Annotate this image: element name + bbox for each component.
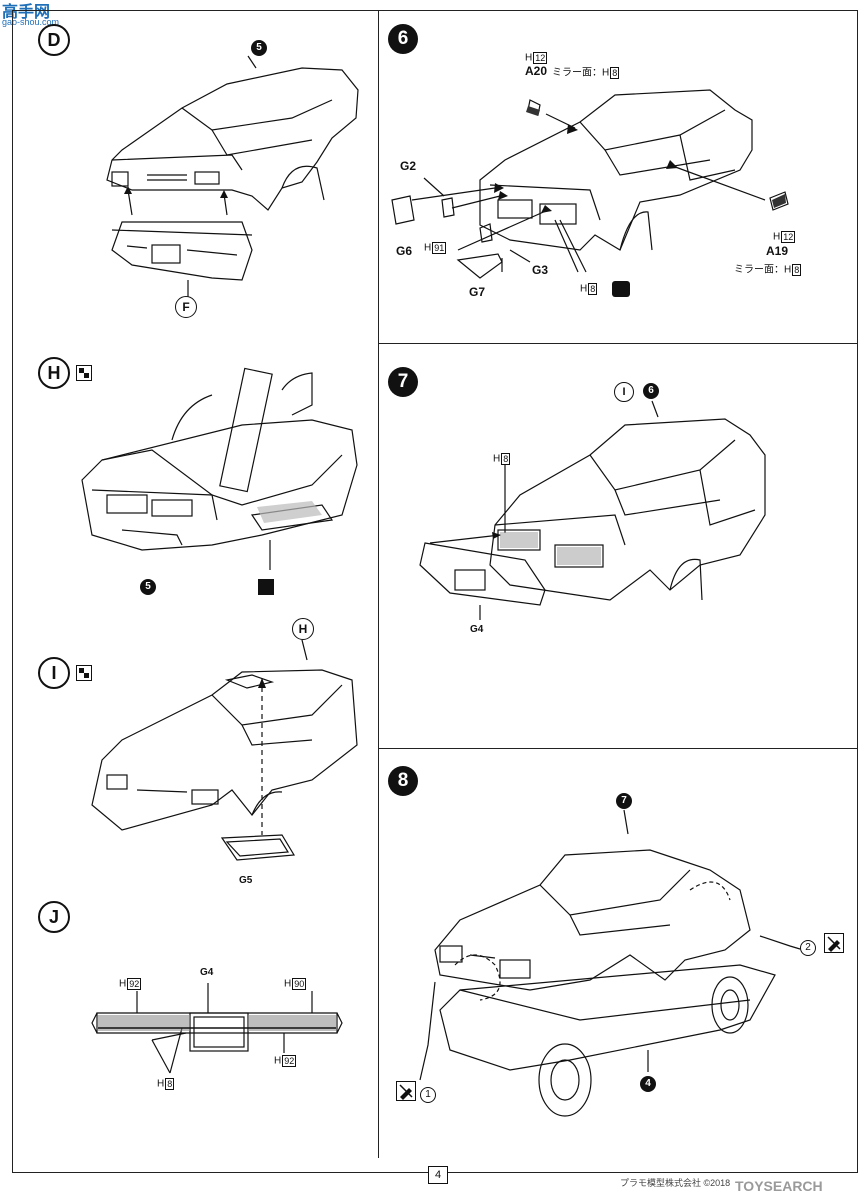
glue-icon [396,1081,416,1101]
glue-icon [824,933,844,953]
chassis-callout-4: 4 [640,1076,656,1092]
bumper-part-label: G4 [470,624,484,635]
car-lights-mirrors-drawing [391,89,789,279]
part-g2-label: G2 [400,159,417,173]
car-roof-glass-drawing [91,639,358,861]
watermark-right: TOYSEARCH [735,1178,823,1194]
car-front-body-drawing [106,55,359,298]
divider-7-8 [378,748,858,749]
body-callout-5: 5 [251,40,267,56]
watermark-logo: 高手网 [2,4,51,21]
step-j-badge: J [38,901,70,933]
step-8-badge: 8 [388,766,418,796]
step-i-badge: I [38,657,70,689]
step-7-badge: 7 [388,367,418,397]
car-rear-bumper-drawing [419,400,766,620]
panel-step-8: 8 7 2 [380,750,858,1155]
body-callout-6: 6 [643,383,659,399]
glue-point-2: 2 [800,940,816,956]
mirror-left-part: A20 [525,64,548,78]
body-callout-7: 7 [616,793,632,809]
panel-i: I H G5 [12,618,378,890]
panel-d: D 5 F [12,10,378,340]
part-g3-label: G3 [532,263,549,277]
footer-credit: プラモ模型株式会社 ©2018 [620,1178,731,1188]
glue-point-1: 1 [420,1087,436,1103]
optional-step-icon [76,665,92,681]
step-d-badge: D [38,24,70,56]
sub-callout-i: I [614,382,634,402]
part-g7-label: G7 [469,285,486,299]
optional-step-icon [76,365,92,381]
mirror-right-part: A19 [766,244,789,258]
panel-h: H 5 [12,345,378,625]
cutter-knife-icon [258,579,274,595]
column-divider [378,10,379,1158]
part-g4-label: G4 [200,967,214,978]
bumper-part-drawing [91,983,343,1074]
body-chassis-assembly-drawing [419,809,801,1117]
clear-paint-icon [612,281,630,297]
part-g6-label: G6 [396,244,413,258]
step-6-badge: 6 [388,24,418,54]
step-h-badge: H [38,357,70,389]
car-interior-cut-drawing [81,367,358,570]
glass-part-label: G5 [239,875,253,886]
target-callout-h: H [292,618,314,640]
result-callout-5: 5 [140,579,156,595]
watermark-url: gao-shou.com [2,17,60,27]
page-number: 4 [428,1166,448,1184]
divider-6-7 [378,343,858,344]
part-f-callout: F [175,296,197,318]
